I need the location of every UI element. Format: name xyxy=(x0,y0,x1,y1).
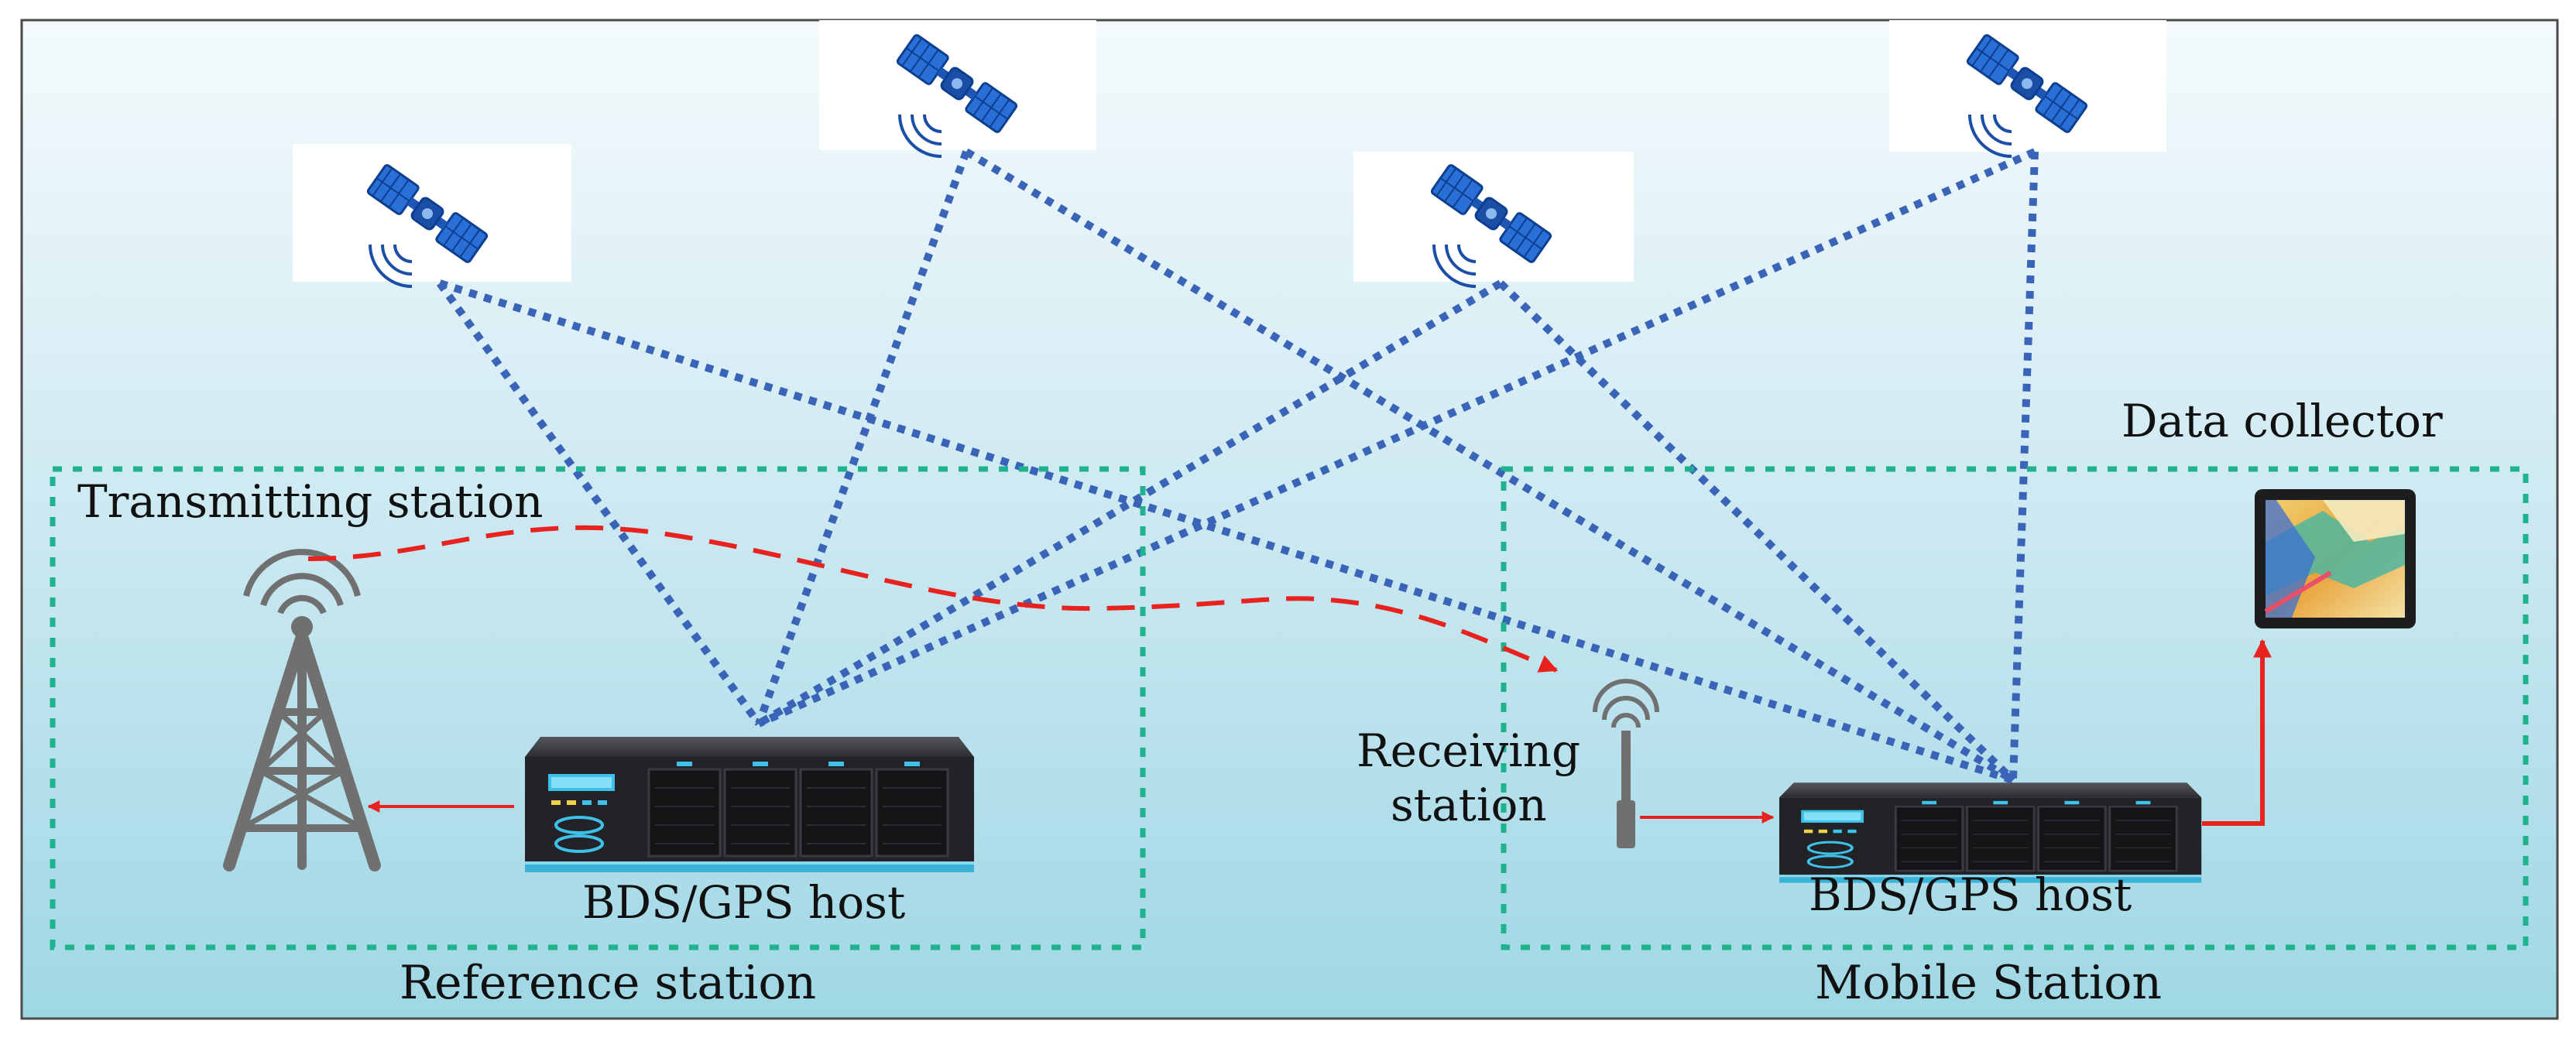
signal-line xyxy=(756,148,2037,728)
radio-link xyxy=(307,525,1559,673)
signal-line xyxy=(436,281,763,726)
server-icon xyxy=(523,735,976,874)
diagram-frame xyxy=(20,19,2559,1020)
mobile-station-box xyxy=(1501,466,2529,950)
reference-station-box xyxy=(50,466,1146,950)
mobile-station-label: Mobile Station xyxy=(1815,956,2162,1010)
tablet-icon xyxy=(2255,489,2416,628)
signal-line xyxy=(1497,280,2016,783)
data-collector-label: Data collector xyxy=(2122,395,2443,447)
radio-tower-icon xyxy=(223,549,381,871)
signal-line xyxy=(438,279,2015,784)
antenna-icon xyxy=(1593,679,1659,848)
reference-station-label: Reference station xyxy=(400,956,816,1010)
signal-line xyxy=(756,279,1503,728)
mobile-host-label: BDS/GPS host xyxy=(1809,868,2132,921)
transmitting-station-label: Transmitting station xyxy=(77,475,544,528)
reference-host-label: BDS/GPS host xyxy=(582,876,905,929)
receiving-station-label-line2: station xyxy=(1391,779,1547,831)
signal-lines xyxy=(436,148,2039,784)
signal-line xyxy=(2009,151,2039,781)
host-to-tablet-connector xyxy=(2202,639,2272,826)
receiving-station-label-line1: Receiving xyxy=(1357,724,1580,777)
signal-line xyxy=(964,148,2015,784)
